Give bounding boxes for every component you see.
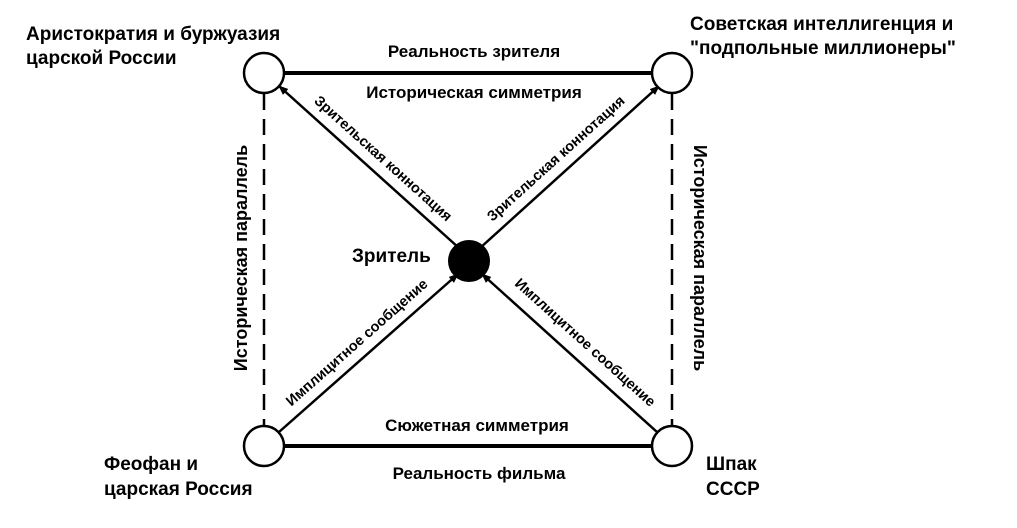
top-left-label-line2: царской России xyxy=(26,48,177,69)
top-right-label-line1: Советская интеллигенция и xyxy=(690,14,953,35)
arrow-center-to-top-right xyxy=(479,85,660,249)
diag-lower-right-label: Имплицитное сообщение xyxy=(511,276,658,411)
arrow-bottom-right-to-center xyxy=(481,273,658,433)
node-top-left xyxy=(242,51,286,95)
diag-upper-right-label: Зрительская коннотация xyxy=(484,93,628,225)
diag-upper-left-label: Зрительская коннотация xyxy=(311,93,455,225)
top-outer-label: Реальность зрителя xyxy=(388,42,560,61)
node-bottom-left xyxy=(242,424,286,468)
bottom-right-label-line1: Шпак xyxy=(706,454,757,475)
node-top-right xyxy=(650,51,694,95)
top-right-label-line2: "подпольные миллионеры" xyxy=(690,38,956,59)
bottom-left-label-line2: царская Россия xyxy=(104,479,253,500)
diag-lower-left-label: Имплицитное сообщение xyxy=(283,276,431,410)
node-bottom-right xyxy=(650,424,694,468)
top-left-label-line1: Аристократия и буржуазия xyxy=(26,24,280,45)
bottom-left-label-line1: Феофан и xyxy=(104,454,198,475)
right-vertical-label: Историческая параллель xyxy=(690,145,710,371)
bottom-right-label-line2: СССР xyxy=(706,479,760,500)
arrow-bottom-left-to-center xyxy=(278,273,459,433)
left-vertical-label: Историческая параллель xyxy=(231,145,251,371)
arrow-center-to-top-left xyxy=(278,85,460,249)
top-inner-label: Историческая симметрия xyxy=(366,83,582,102)
bottom-inner-label: Сюжетная симметрия xyxy=(385,416,569,435)
node-center xyxy=(448,240,490,282)
bottom-outer-label: Реальность фильма xyxy=(393,464,566,483)
center-label: Зритель xyxy=(352,246,431,267)
